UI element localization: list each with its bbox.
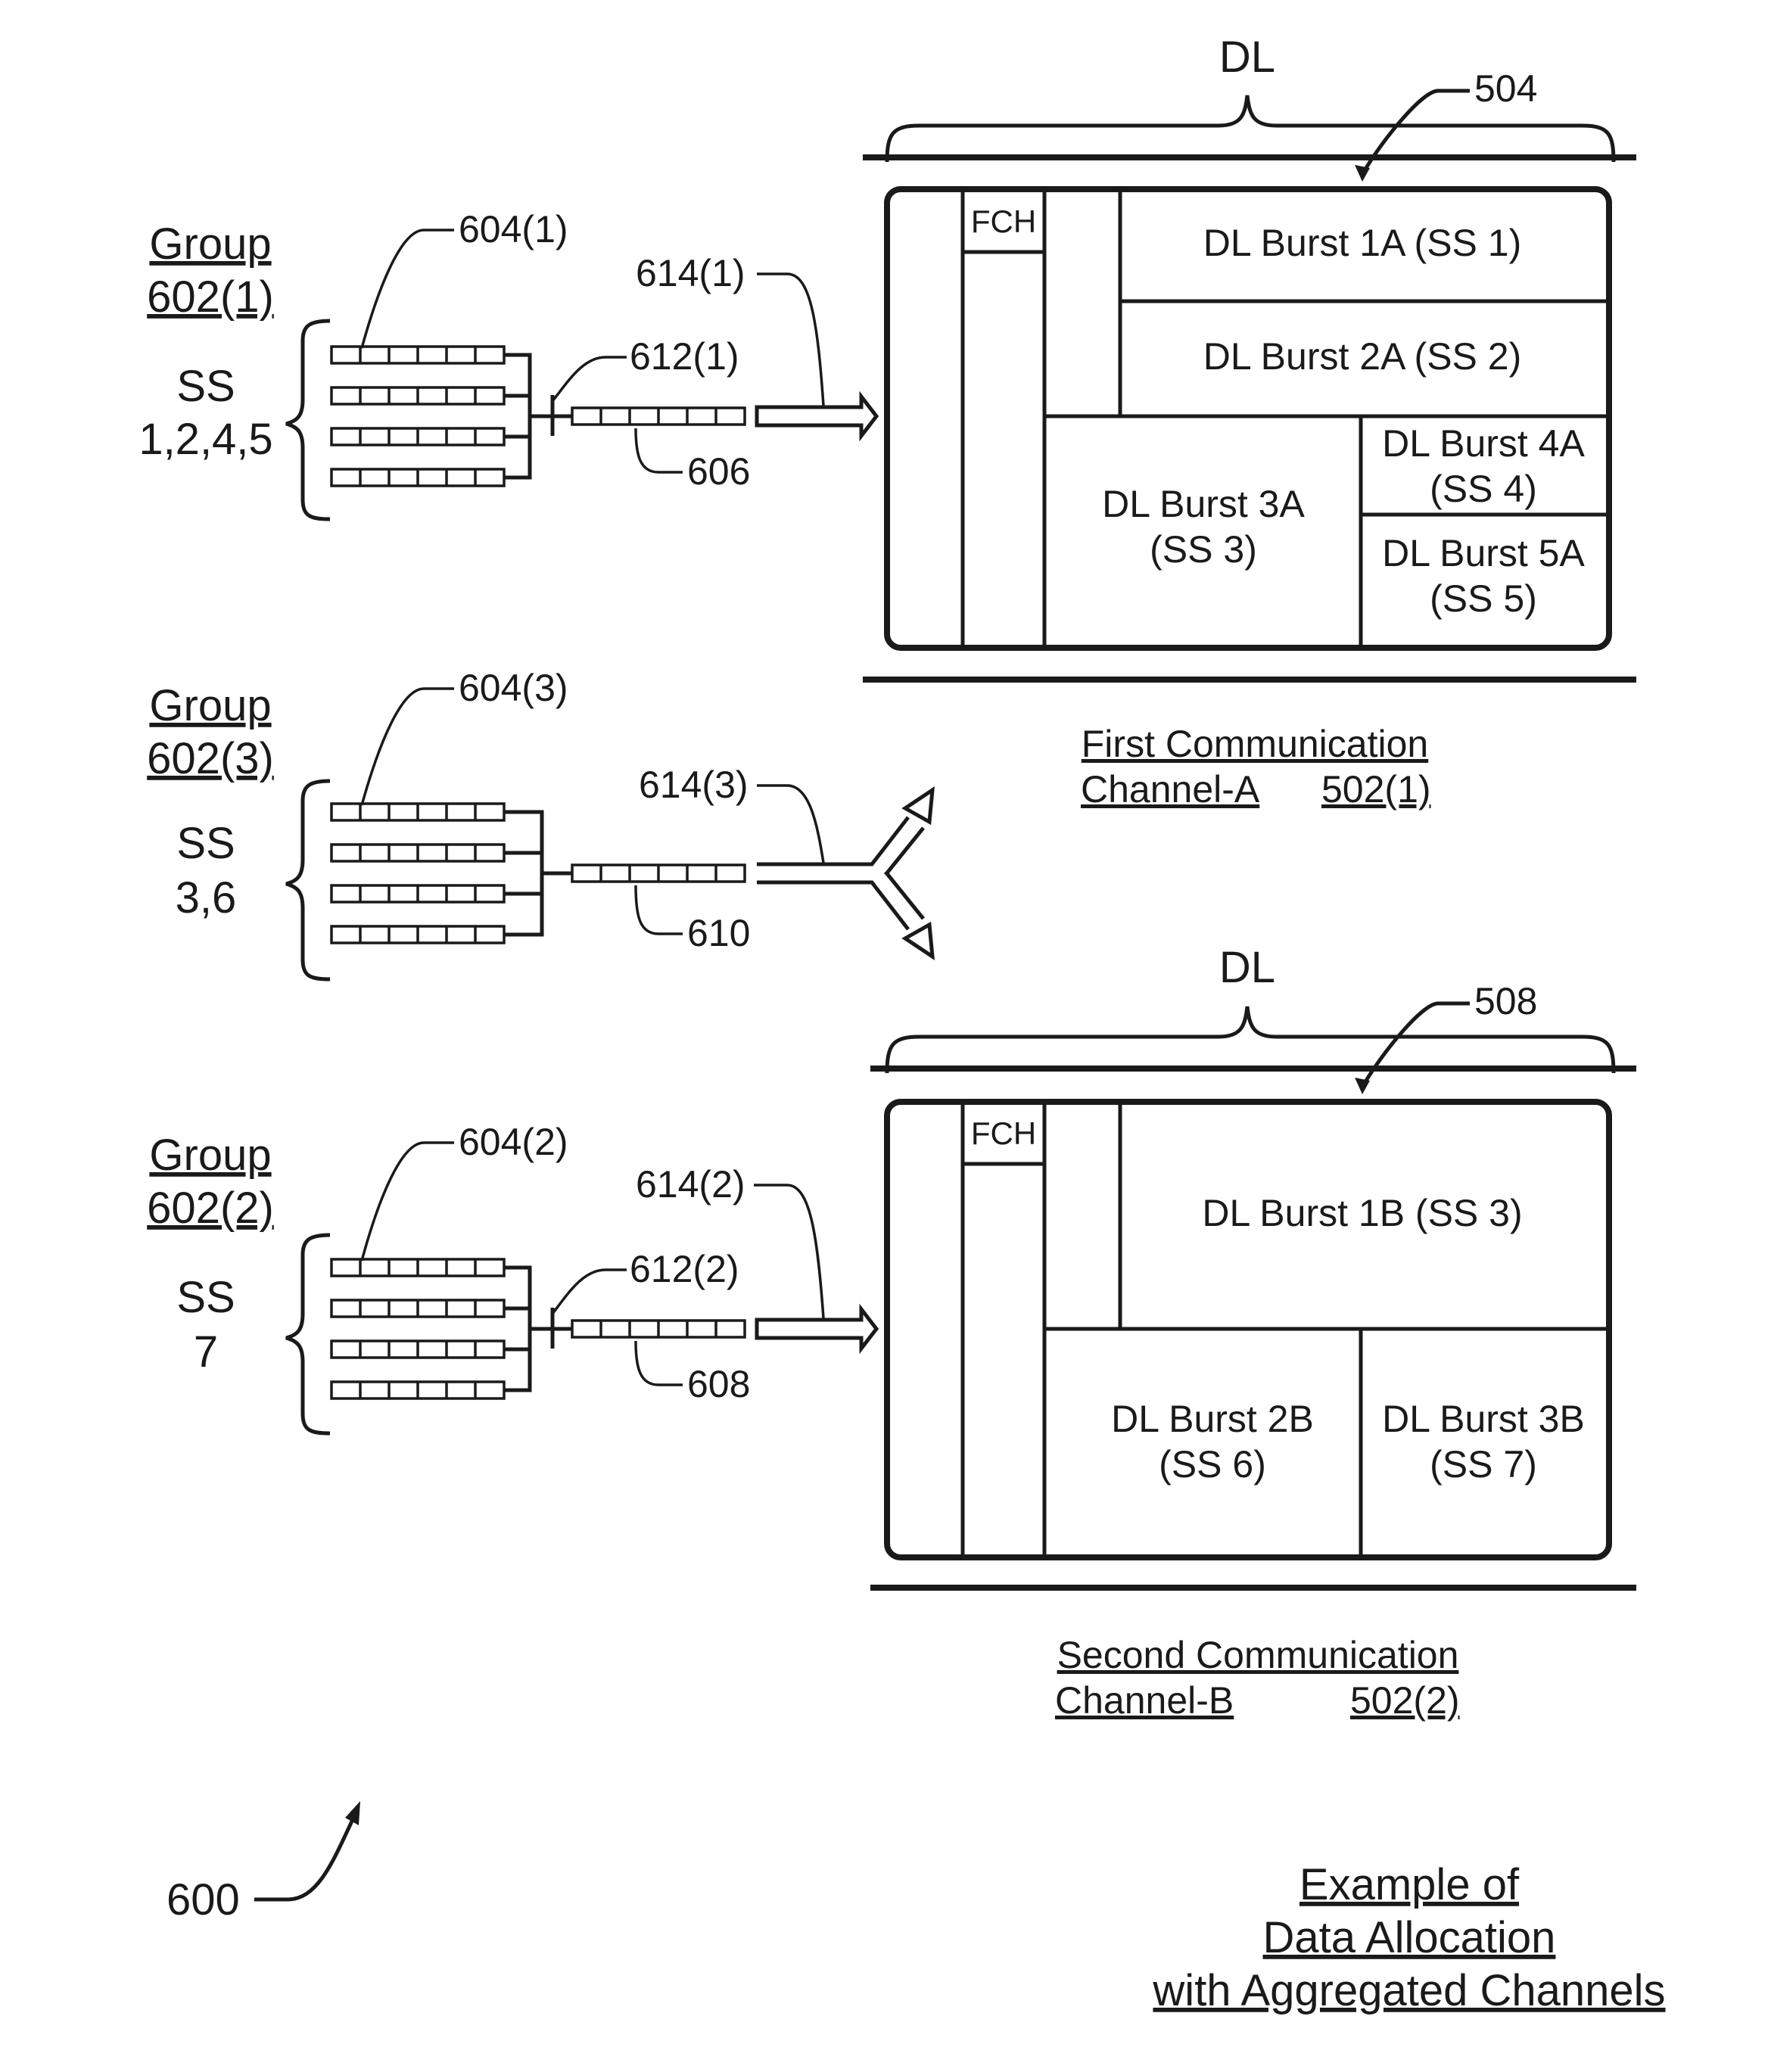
group-3-queue-ref: 610 <box>687 912 750 954</box>
frame-a-burst-4a-ss: (SS 4) <box>1430 468 1537 510</box>
frame-a-caption: First Communication <box>1082 723 1428 765</box>
frame-b-caption: Second Communication <box>1057 1634 1459 1676</box>
frame-b-ref: 508 <box>1474 980 1537 1022</box>
group-2-mux-ref: 612(2) <box>630 1248 739 1290</box>
group-2-title: Group <box>149 1131 271 1180</box>
frame-a-caption-channel: Channel-A <box>1081 768 1260 810</box>
frame-b-burst-3b-ss: (SS 7) <box>1430 1443 1537 1486</box>
frame-b-dl-label: DL <box>1219 943 1275 992</box>
group-1-aggregate-queue <box>572 408 745 425</box>
group-3-aggregate-queue <box>572 865 745 882</box>
frame-b-burst-2b-ss: (SS 6) <box>1159 1443 1266 1486</box>
group-1-queues <box>331 347 504 486</box>
frame-a-fch: FCH <box>971 204 1036 239</box>
group-2-arrow-ref: 614(2) <box>636 1163 745 1206</box>
group-1-brace <box>286 321 330 519</box>
frame-b-caption-ref: 502(2) <box>1350 1679 1460 1722</box>
figure-caption-line-1: Example of <box>1299 1860 1520 1909</box>
frame-a-burst-1a: DL Burst 1A (SS 1) <box>1203 222 1522 264</box>
group-2-ref: 602(2) <box>147 1184 274 1233</box>
group-1-output-arrow <box>757 397 876 436</box>
frame-b-fch: FCH <box>971 1115 1036 1151</box>
group-3-split-arrow <box>757 790 932 957</box>
group-2-aggregate-queue <box>572 1321 745 1337</box>
frame-a-ref-leader <box>1362 91 1470 174</box>
frame-a-burst-3a: DL Burst 3A <box>1102 483 1305 525</box>
figure-caption-line-2: Data Allocation <box>1263 1913 1556 1962</box>
group-2-queues <box>331 1259 504 1398</box>
group-2-brace <box>286 1235 330 1433</box>
group-1-ref: 602(1) <box>147 272 274 322</box>
group-3-arrow-ref: 614(3) <box>639 764 749 806</box>
frame-a-burst-3a-ss: (SS 3) <box>1150 528 1257 571</box>
group-2-output-arrow <box>757 1309 876 1349</box>
figure-caption: Example of Data Allocation with Aggregat… <box>1152 1860 1665 2015</box>
group-2-queues-ref: 604(2) <box>459 1121 568 1163</box>
frame-b: DL 508 FCH DL Burst 1B (SS 3) DL Burst 2… <box>870 943 1636 1722</box>
group-2-ss-list: 7 <box>194 1327 218 1377</box>
group-1-ss-label: SS <box>176 362 235 411</box>
group-3-ss-list: 3,6 <box>176 873 237 922</box>
group-1-ss-list: 1,2,4,5 <box>139 415 272 464</box>
frame-b-burst-2b: DL Burst 2B <box>1111 1398 1314 1440</box>
figure-ref: 600 <box>167 1875 240 1924</box>
group-3-brace <box>286 781 330 979</box>
group-3-ref: 602(3) <box>147 734 274 783</box>
group-1-queue-ref: 606 <box>687 450 750 493</box>
group-3-ss-label: SS <box>176 819 235 868</box>
group-3-queues-ref: 604(3) <box>459 667 568 709</box>
frame-b-burst-3b: DL Burst 3B <box>1382 1398 1585 1440</box>
frame-a-caption-ref: 502(1) <box>1321 768 1431 810</box>
frame-a-burst-5a-ss: (SS 5) <box>1430 577 1537 620</box>
frame-a-burst-2a: DL Burst 2A (SS 2) <box>1203 335 1522 378</box>
group-2-queue-ref: 608 <box>687 1363 750 1405</box>
frame-a-burst-5a: DL Burst 5A <box>1382 532 1585 574</box>
figure-ref-arrowhead <box>345 1801 360 1825</box>
group-1-arrow-ref: 614(1) <box>636 252 745 294</box>
group-3-queues <box>331 804 504 943</box>
group-2: Group 602(2) SS 7 604(2) 614(2) 612(2) 6… <box>147 1121 876 1433</box>
frame-a-burst-4a: DL Burst 4A <box>1382 422 1585 465</box>
group-1-title: Group <box>149 219 271 269</box>
figure-caption-line-3: with Aggregated Channels <box>1152 1966 1665 2015</box>
frame-a-ref: 504 <box>1474 67 1537 110</box>
frame-b-caption-channel: Channel-B <box>1055 1679 1234 1722</box>
group-3: Group 602(3) SS 3,6 604(3) 614(3) 610 <box>147 667 932 979</box>
frame-b-ref-leader <box>1362 1003 1470 1087</box>
frame-b-burst-1b: DL Burst 1B (SS 3) <box>1202 1192 1522 1234</box>
frame-a: DL 504 FCH DL Burst 1A (SS 1) DL Burst 2… <box>863 33 1636 810</box>
group-1-mux-ref: 612(1) <box>630 335 739 378</box>
group-1-queues-ref: 604(1) <box>459 208 568 250</box>
frame-a-dl-label: DL <box>1219 33 1275 82</box>
group-2-ss-label: SS <box>176 1273 235 1322</box>
group-1: Group 602(1) SS 1,2,4,5 604(1) 614(1) 61… <box>139 208 876 519</box>
figure-ref-leader <box>254 1816 354 1899</box>
group-3-title: Group <box>149 681 271 730</box>
